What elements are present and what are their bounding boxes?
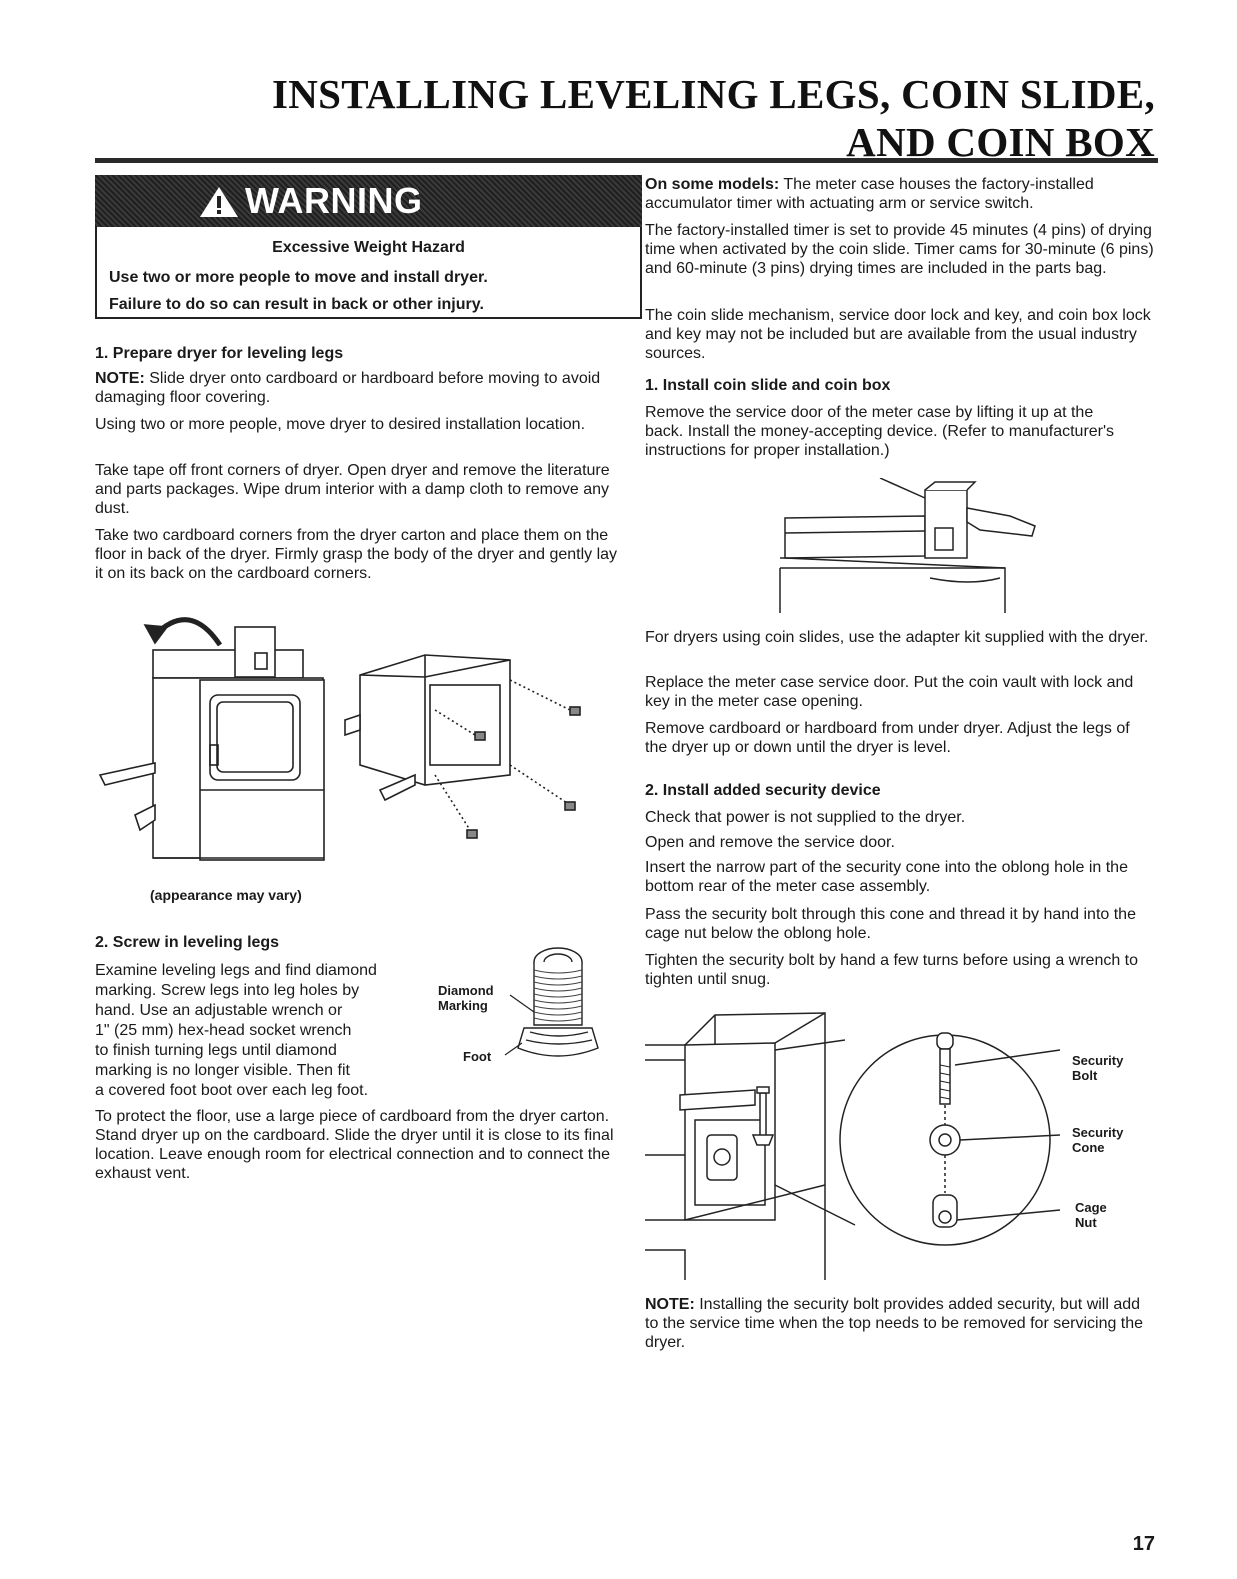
- right-paragraph-3: Remove the service door of the meter cas…: [645, 404, 1115, 459]
- right-note: NOTE: Installing the security bolt provi…: [645, 1295, 1155, 1352]
- coin-slide-illustration: [779, 478, 1036, 613]
- page-title-line2: AND COIN BOX: [846, 119, 1155, 165]
- step2-line-5: to finish turning legs until diamond: [95, 1042, 337, 1059]
- dryer-tipping-illustration: [98, 617, 581, 861]
- right-paragraph-4: For dryers using coin slides, use the ad…: [645, 629, 1149, 646]
- step2-right-heading: 2. Install added security device: [645, 782, 881, 799]
- right-paragraph-2: The coin slide mechanism, service door l…: [645, 307, 1151, 362]
- step1-right-heading: 1. Install coin slide and coin box: [645, 377, 891, 394]
- left-paragraph-2: Take tape off front corners of dryer. Op…: [95, 462, 610, 517]
- left-paragraph-3: Take two cardboard corners from the drye…: [95, 527, 618, 582]
- title-rule: [95, 158, 1158, 163]
- right-note-label: NOTE:: [645, 1296, 695, 1313]
- left-paragraph-4: To protect the floor, use a large piece …: [95, 1108, 614, 1182]
- left-paragraph-1: Using two or more people, move dryer to …: [95, 416, 586, 433]
- warning-line2: Failure to do so can result in back or o…: [109, 296, 484, 313]
- left-note-label: NOTE:: [95, 370, 145, 387]
- page-number: 17: [1132, 1533, 1155, 1555]
- security-device-illustration: [645, 1012, 1061, 1280]
- left-note-text: Slide dryer onto cardboard or hardboard …: [95, 370, 601, 406]
- right-paragraph-7: Check that power is not supplied to the …: [645, 809, 966, 826]
- right-paragraph-11: Tighten the security bolt by hand a few …: [645, 952, 1139, 988]
- right-paragraph-10: Pass the security bolt through this cone…: [645, 906, 1136, 942]
- step2-line-2: marking. Screw legs into leg holes by: [95, 982, 360, 999]
- label-diamond: Diamond: [438, 983, 494, 998]
- right-models-paragraph: On some models: The meter case houses th…: [645, 175, 1155, 213]
- page-title: INSTALLING LEVELING LEGS, COIN SLIDE, AN…: [272, 70, 1155, 166]
- label-security-bolt-2: Bolt: [1072, 1068, 1098, 1083]
- warning-triangle-icon: [200, 187, 238, 217]
- label-marking: Marking: [438, 998, 488, 1013]
- right-paragraph-8: Open and remove the service door.: [645, 834, 895, 851]
- warning-heading: WARNING: [245, 180, 423, 221]
- label-cage-nut: Cage Nut: [1075, 1200, 1107, 1230]
- label-cage-nut-1: Cage: [1075, 1200, 1107, 1215]
- label-security-bolt-1: Security: [1072, 1053, 1124, 1068]
- illustration-caption: (appearance may vary): [150, 887, 302, 903]
- label-security-cone-2: Cone: [1072, 1140, 1105, 1155]
- warning-box: WARNING Excessive Weight Hazard Use two …: [95, 175, 642, 319]
- step2-line-1: Examine leveling legs and find diamond: [95, 962, 377, 979]
- label-security-cone-1: Security: [1072, 1125, 1124, 1140]
- step2-left-heading: 2. Screw in leveling legs: [95, 934, 280, 951]
- label-security-bolt: Security Bolt: [1072, 1053, 1123, 1083]
- left-note: NOTE: Slide dryer onto cardboard or hard…: [95, 369, 615, 407]
- step1-left-heading: 1. Prepare dryer for leveling legs: [95, 345, 344, 362]
- models-label: On some models:: [645, 176, 780, 193]
- warning-header: WARNING: [95, 175, 642, 227]
- right-paragraph-6: Remove cardboard or hardboard from under…: [645, 720, 1130, 756]
- models-text: The meter case houses the factory-instal…: [645, 176, 1094, 212]
- label-diamond-marking: Diamond Marking: [438, 983, 494, 1013]
- label-foot: Foot: [463, 1049, 492, 1064]
- leveling-leg-illustration: [504, 947, 599, 1057]
- warning-line1: Use two or more people to move and insta…: [109, 269, 488, 286]
- step2-line-4: 1" (25 mm) hex-head socket wrench: [95, 1022, 352, 1039]
- right-note-text: Installing the security bolt provides ad…: [645, 1296, 1144, 1351]
- warning-hazard: Excessive Weight Hazard: [272, 239, 465, 256]
- page-title-line1: INSTALLING LEVELING LEGS, COIN SLIDE,: [272, 71, 1155, 117]
- label-cage-nut-2: Nut: [1075, 1215, 1097, 1230]
- right-paragraph-5: Replace the meter case service door. Put…: [645, 674, 1134, 710]
- label-security-cone: Security Cone: [1072, 1125, 1123, 1155]
- step2-line-3: hand. Use an adjustable wrench or: [95, 1002, 343, 1019]
- right-paragraph-1: The factory-installed timer is set to pr…: [645, 222, 1154, 277]
- warning-body: Excessive Weight Hazard Use two or more …: [95, 227, 642, 319]
- step2-line-7: a covered foot boot over each leg foot.: [95, 1082, 369, 1099]
- right-paragraph-9: Insert the narrow part of the security c…: [645, 859, 1128, 895]
- step2-line-6: marking is no longer visible. Then fit: [95, 1062, 350, 1079]
